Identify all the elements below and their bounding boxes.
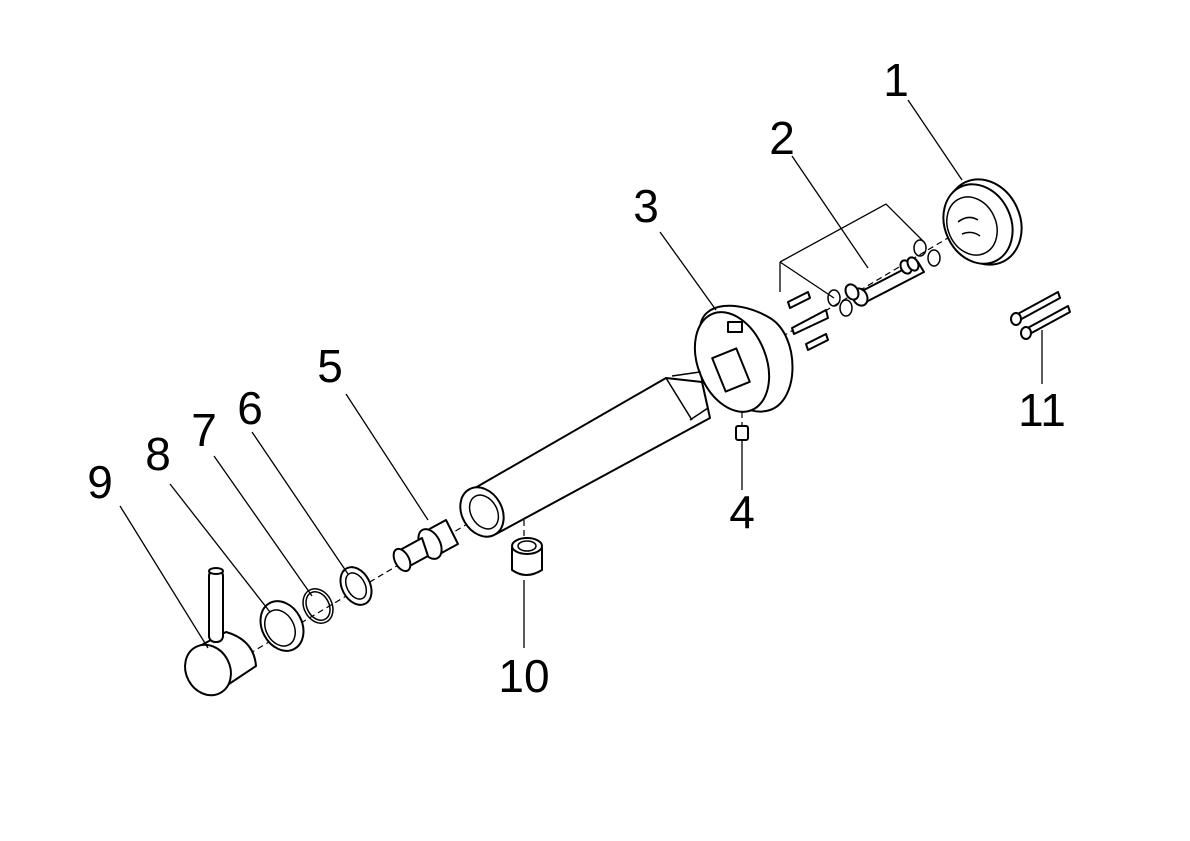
callout-5: 5 [317,340,343,392]
callout-6: 6 [237,382,263,434]
leader-lines [119,99,1043,649]
part-8-cap-ring [259,600,305,652]
mounting-screws [787,291,829,351]
callout-11: 11 [1018,384,1066,436]
callout-2: 2 [769,112,795,164]
part-5-cartridge [392,519,459,573]
callout-8: 8 [145,428,171,480]
part-3-flange [693,304,794,413]
part-4-grub-screw [735,425,749,441]
callout-3: 3 [633,180,659,232]
part-1-rosette [942,178,1023,266]
body-tube [459,371,711,538]
part-2-spindle-pin [779,203,941,317]
callout-10: 10 [498,650,549,702]
callout-1: 1 [883,54,909,106]
part-10-sleeve [511,537,543,576]
part-9-lever-handle [184,567,257,697]
callout-4: 4 [729,486,755,538]
callout-9: 9 [87,456,113,508]
callout-7: 7 [191,404,217,456]
part-11-long-screws [1010,291,1071,340]
part-7-o-ring [302,588,334,624]
part-6-nut [339,566,373,606]
callout-labels: 1 2 3 4 5 6 7 8 9 10 11 [87,54,1066,702]
